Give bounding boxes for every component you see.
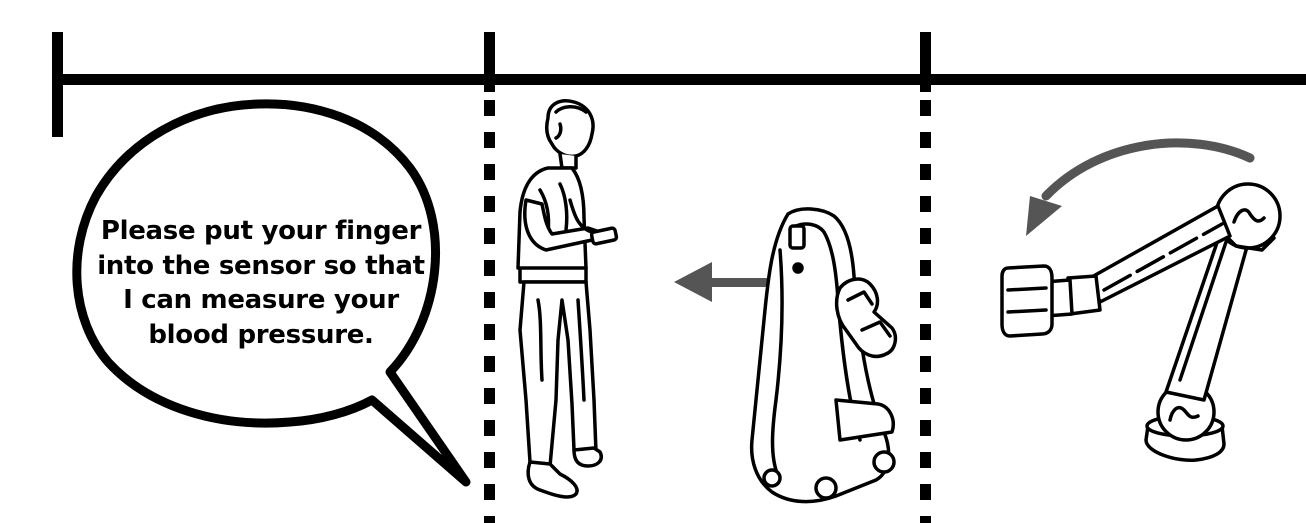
speech-line-2: into the sensor so that	[97, 250, 425, 281]
speech-line-4: blood pressure.	[148, 319, 374, 350]
mobile-robot	[749, 207, 898, 504]
timeline	[52, 32, 1306, 137]
speech-line-3: I can measure your	[123, 285, 399, 315]
timeline-tick-2	[484, 32, 495, 92]
timeline-start-tick	[52, 32, 63, 137]
timeline-tick-3	[920, 32, 931, 92]
approach-arrow	[674, 262, 770, 302]
speech-line-1: Please put your finger	[100, 216, 422, 246]
speech-bubble	[72, 99, 471, 487]
rotation-arrow	[1026, 138, 1255, 236]
robot-arm	[1000, 182, 1282, 462]
person-figure	[516, 99, 619, 499]
speech-bubble-text: Please put your finger into the sensor s…	[88, 214, 434, 352]
